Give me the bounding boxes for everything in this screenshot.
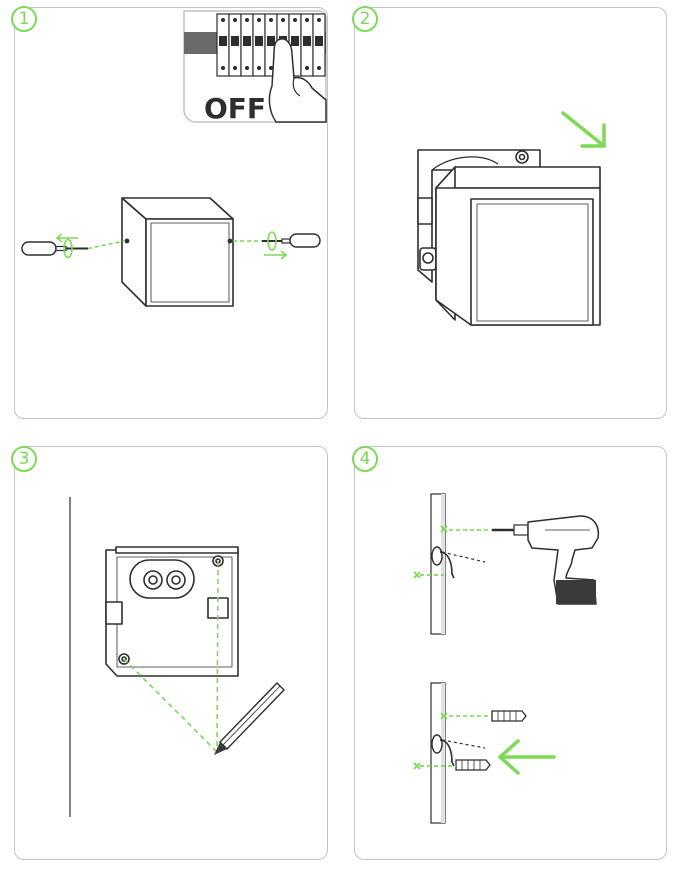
remove-arrow-icon	[561, 111, 606, 148]
mounting-plate-icon	[105, 546, 239, 677]
step-1-number: 1	[11, 6, 37, 32]
step-3-number: 3	[11, 446, 37, 472]
wall-plug-icon	[449, 710, 527, 771]
screwdriver-icon	[233, 231, 321, 260]
breaker-off-label: OFF	[204, 92, 266, 125]
insert-arrow-icon	[498, 739, 556, 775]
step-4-panel	[354, 446, 667, 860]
pencil-icon	[123, 560, 285, 755]
drill-icon	[449, 515, 600, 605]
junction-box-icon	[121, 197, 234, 307]
wall-icon	[430, 682, 486, 824]
wall-icon	[430, 493, 486, 635]
step-2-number: 2	[352, 6, 378, 32]
hand-icon	[268, 38, 327, 123]
mark-x-icon	[413, 525, 448, 579]
screwdriver-icon	[21, 233, 125, 259]
device-box-icon	[417, 149, 601, 326]
step-4-number: 4	[352, 446, 378, 472]
mark-x-icon	[413, 712, 456, 770]
